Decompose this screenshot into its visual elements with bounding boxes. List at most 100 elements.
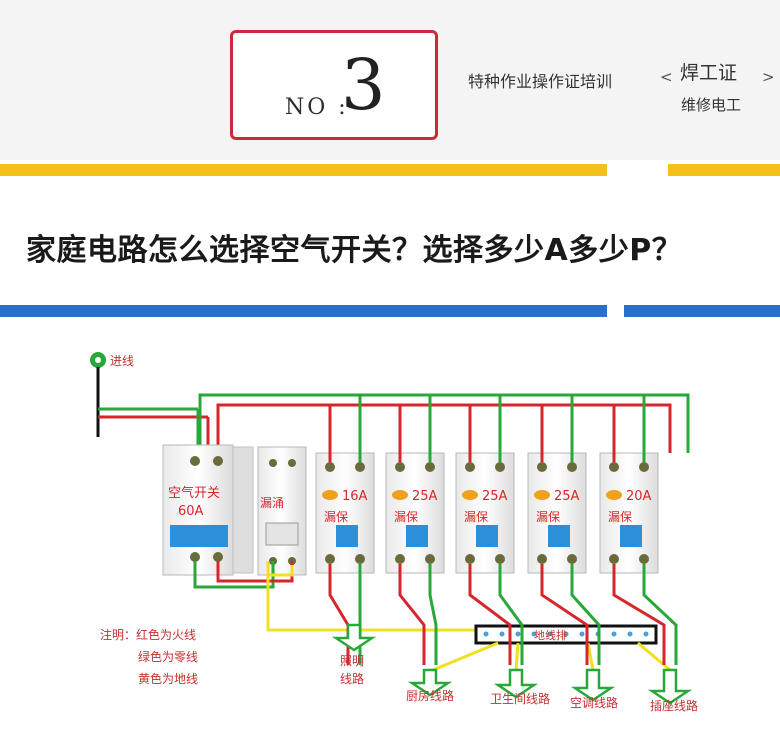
breaker-body — [385, 452, 445, 574]
divider-blue — [0, 305, 607, 317]
terminal-screw — [395, 462, 405, 472]
neutral-bus — [198, 393, 690, 453]
circuit-label-socket: 插座线路 — [650, 698, 698, 713]
terminal-screw — [325, 554, 335, 564]
breaker-body — [455, 452, 515, 574]
breaker-handle — [336, 525, 358, 547]
ground-wire-rcd — [268, 565, 294, 577]
issue-number: 3 — [341, 44, 386, 126]
divider-yellow — [0, 164, 607, 176]
cert-subtitle: 维修电工 — [681, 96, 742, 114]
series-title: 特种作业操作证培训 — [468, 72, 613, 91]
circuit-neutral-wire — [570, 564, 601, 665]
breaker-type: 漏保 — [536, 510, 560, 524]
terminal-screw — [355, 554, 365, 564]
ground-bar-hole — [563, 631, 569, 637]
breaker-handle — [620, 525, 642, 547]
breaker-body — [599, 452, 659, 574]
main-air-switch: 空气开关 60A — [162, 444, 254, 576]
ground-bar-hole — [627, 631, 633, 637]
next-arrow-icon[interactable]: > — [762, 68, 775, 86]
terminal-screw — [639, 462, 649, 472]
terminal-screw — [395, 554, 405, 564]
ground-bar-hole — [483, 631, 489, 637]
breaker-rating: 25A — [554, 489, 580, 504]
main-breaker-line1: 空气开关 — [168, 485, 220, 501]
circuit-arrow — [407, 668, 453, 697]
terminal-screw — [325, 462, 335, 472]
circuit-label-kitchen: 厨房线路 — [406, 688, 454, 703]
breaker-rating: 25A — [482, 489, 508, 504]
circuit-live-wire — [540, 564, 589, 665]
breaker-type: 漏保 — [608, 510, 632, 524]
circuit-live-wire — [398, 564, 426, 665]
circuit-arrow — [331, 623, 377, 652]
terminal-screw — [495, 462, 505, 472]
terminal-screw — [425, 554, 435, 564]
incoming-terminal — [90, 352, 106, 368]
issue-number-box: NO : 3 — [230, 30, 438, 140]
article-headline: 家庭电路怎么选择空气开关？选择多少A多少P？ — [26, 233, 683, 268]
circuit-label-lighting-2: 线路 — [340, 671, 364, 686]
rcd-module: 漏涌 — [257, 446, 307, 576]
circuit-label-ac: 空调线路 — [570, 695, 618, 710]
note-yellow: 黄色为地线 — [138, 672, 198, 686]
main-breaker-line2: 60A — [178, 504, 204, 519]
circuit-wires — [328, 564, 678, 665]
ground-bar: 地线排 — [474, 624, 658, 645]
terminal-screw — [465, 554, 475, 564]
ground-bar-hole — [611, 631, 617, 637]
terminal-screw — [495, 554, 505, 564]
breaker-handle — [548, 525, 570, 547]
ground-bar-hole — [547, 631, 553, 637]
breaker-handle — [476, 525, 498, 547]
circuit-arrow — [570, 668, 616, 702]
terminal-screw — [537, 554, 547, 564]
incoming-label: 进线 — [110, 354, 134, 368]
live-bus — [216, 403, 672, 453]
circuit-neutral-wire — [642, 564, 678, 665]
breaker-handle — [406, 525, 428, 547]
circuit-live-wire — [612, 564, 666, 665]
ground-bar-hole — [499, 631, 505, 637]
terminal-screw — [425, 462, 435, 472]
breaker-body — [315, 452, 375, 574]
breaker-type: 漏保 — [464, 510, 488, 524]
breaker-type: 漏保 — [394, 510, 418, 524]
branch-breaker: 25A 漏保 — [455, 395, 515, 574]
rcd-label: 漏涌 — [260, 496, 284, 510]
ground-to-kitchen — [432, 641, 499, 672]
terminal-screw — [537, 462, 547, 472]
test-button — [606, 490, 622, 500]
cert-title: 焊工证 — [680, 62, 738, 84]
main-breaker-handle — [170, 525, 228, 547]
test-button — [392, 490, 408, 500]
terminal-screw — [465, 462, 475, 472]
circuit-live-wire — [328, 564, 350, 665]
terminal-screw — [567, 462, 577, 472]
ground-bar-hole — [643, 631, 649, 637]
breaker-body — [527, 452, 587, 574]
note-green: 绿色为零线 — [138, 649, 198, 664]
terminal-screw — [609, 554, 619, 564]
circuit-neutral-wire — [498, 564, 524, 665]
ground-bar-label: 地线排 — [534, 628, 567, 642]
ground-bar-hole — [579, 631, 585, 637]
test-button — [322, 490, 338, 500]
ground-to-socket — [637, 641, 671, 672]
terminal-screw — [639, 554, 649, 564]
divider-yellow-right — [668, 164, 780, 176]
circuit-label-lighting-1: 照明 — [340, 654, 364, 668]
test-button — [534, 490, 550, 500]
note-title: 注明：红色为火线 — [100, 627, 196, 642]
circuit-label-bathroom: 卫生间线路 — [490, 691, 550, 706]
branch-breaker: 25A 漏保 — [527, 395, 587, 574]
circuit-live-wire — [468, 564, 512, 665]
ground-bar-hole — [531, 631, 537, 637]
prev-arrow-icon[interactable]: < — [660, 68, 673, 86]
circuit-arrows — [331, 623, 693, 705]
